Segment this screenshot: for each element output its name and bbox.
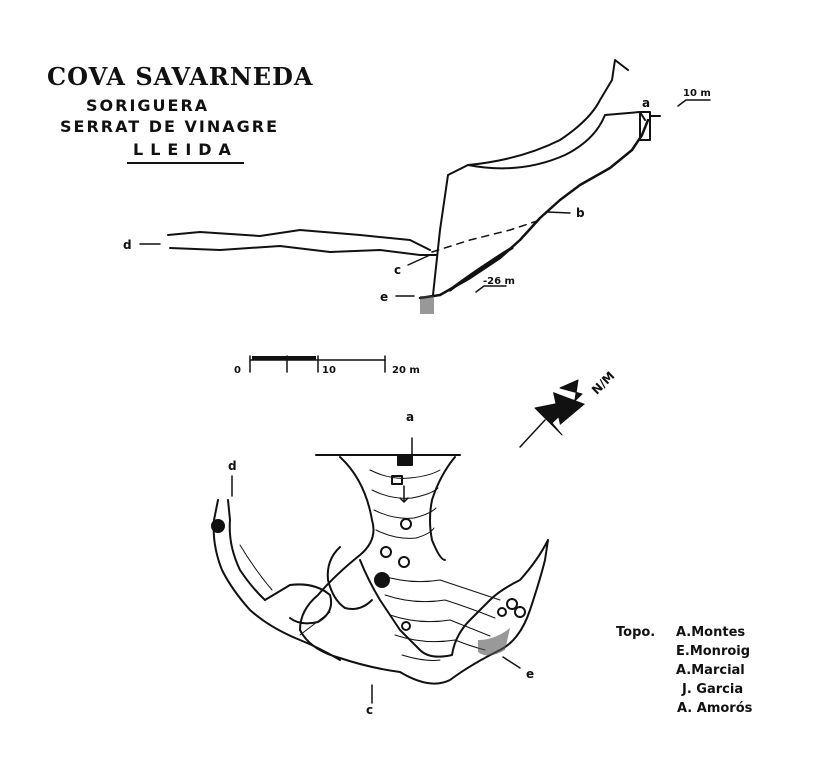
- scale-label-start: 0: [234, 365, 241, 376]
- scale-label-end: 20 m: [392, 365, 420, 376]
- locality-label: SERRAT DE VINAGRE: [60, 117, 279, 136]
- cross-section-profile: [139, 59, 711, 314]
- section-label-c: c: [394, 263, 402, 277]
- scale-bar: [249, 355, 386, 373]
- credit-name: E.Monroig: [676, 644, 751, 659]
- province-label: LLEIDA: [127, 140, 244, 164]
- plan-label-c: c: [366, 703, 374, 717]
- north-arrow: [519, 379, 585, 448]
- section-label-b: b: [576, 206, 585, 220]
- plan-view: [211, 437, 549, 704]
- plan-label-e: e: [526, 667, 535, 681]
- credit-name: A. Amorós: [677, 701, 753, 716]
- section-label-a: a: [642, 96, 651, 110]
- depth-label-e: -26 m: [483, 276, 515, 287]
- credit-name: J. Garcia: [682, 682, 744, 697]
- credit-name: A.Marcial: [676, 663, 745, 678]
- scale-label-mid: 10: [322, 365, 336, 376]
- credits-prefix: Topo.: [616, 625, 656, 640]
- section-label-d: d: [123, 238, 132, 252]
- plan-label-d: d: [228, 459, 237, 473]
- section-label-e: e: [380, 290, 389, 304]
- credit-name: A.Montes: [676, 625, 746, 640]
- plan-label-a: a: [406, 410, 415, 424]
- depth-label-a: 10 m: [683, 88, 711, 99]
- municipality-label: SORIGUERA: [86, 96, 210, 115]
- cave-title: COVA SAVARNEDA: [47, 62, 314, 91]
